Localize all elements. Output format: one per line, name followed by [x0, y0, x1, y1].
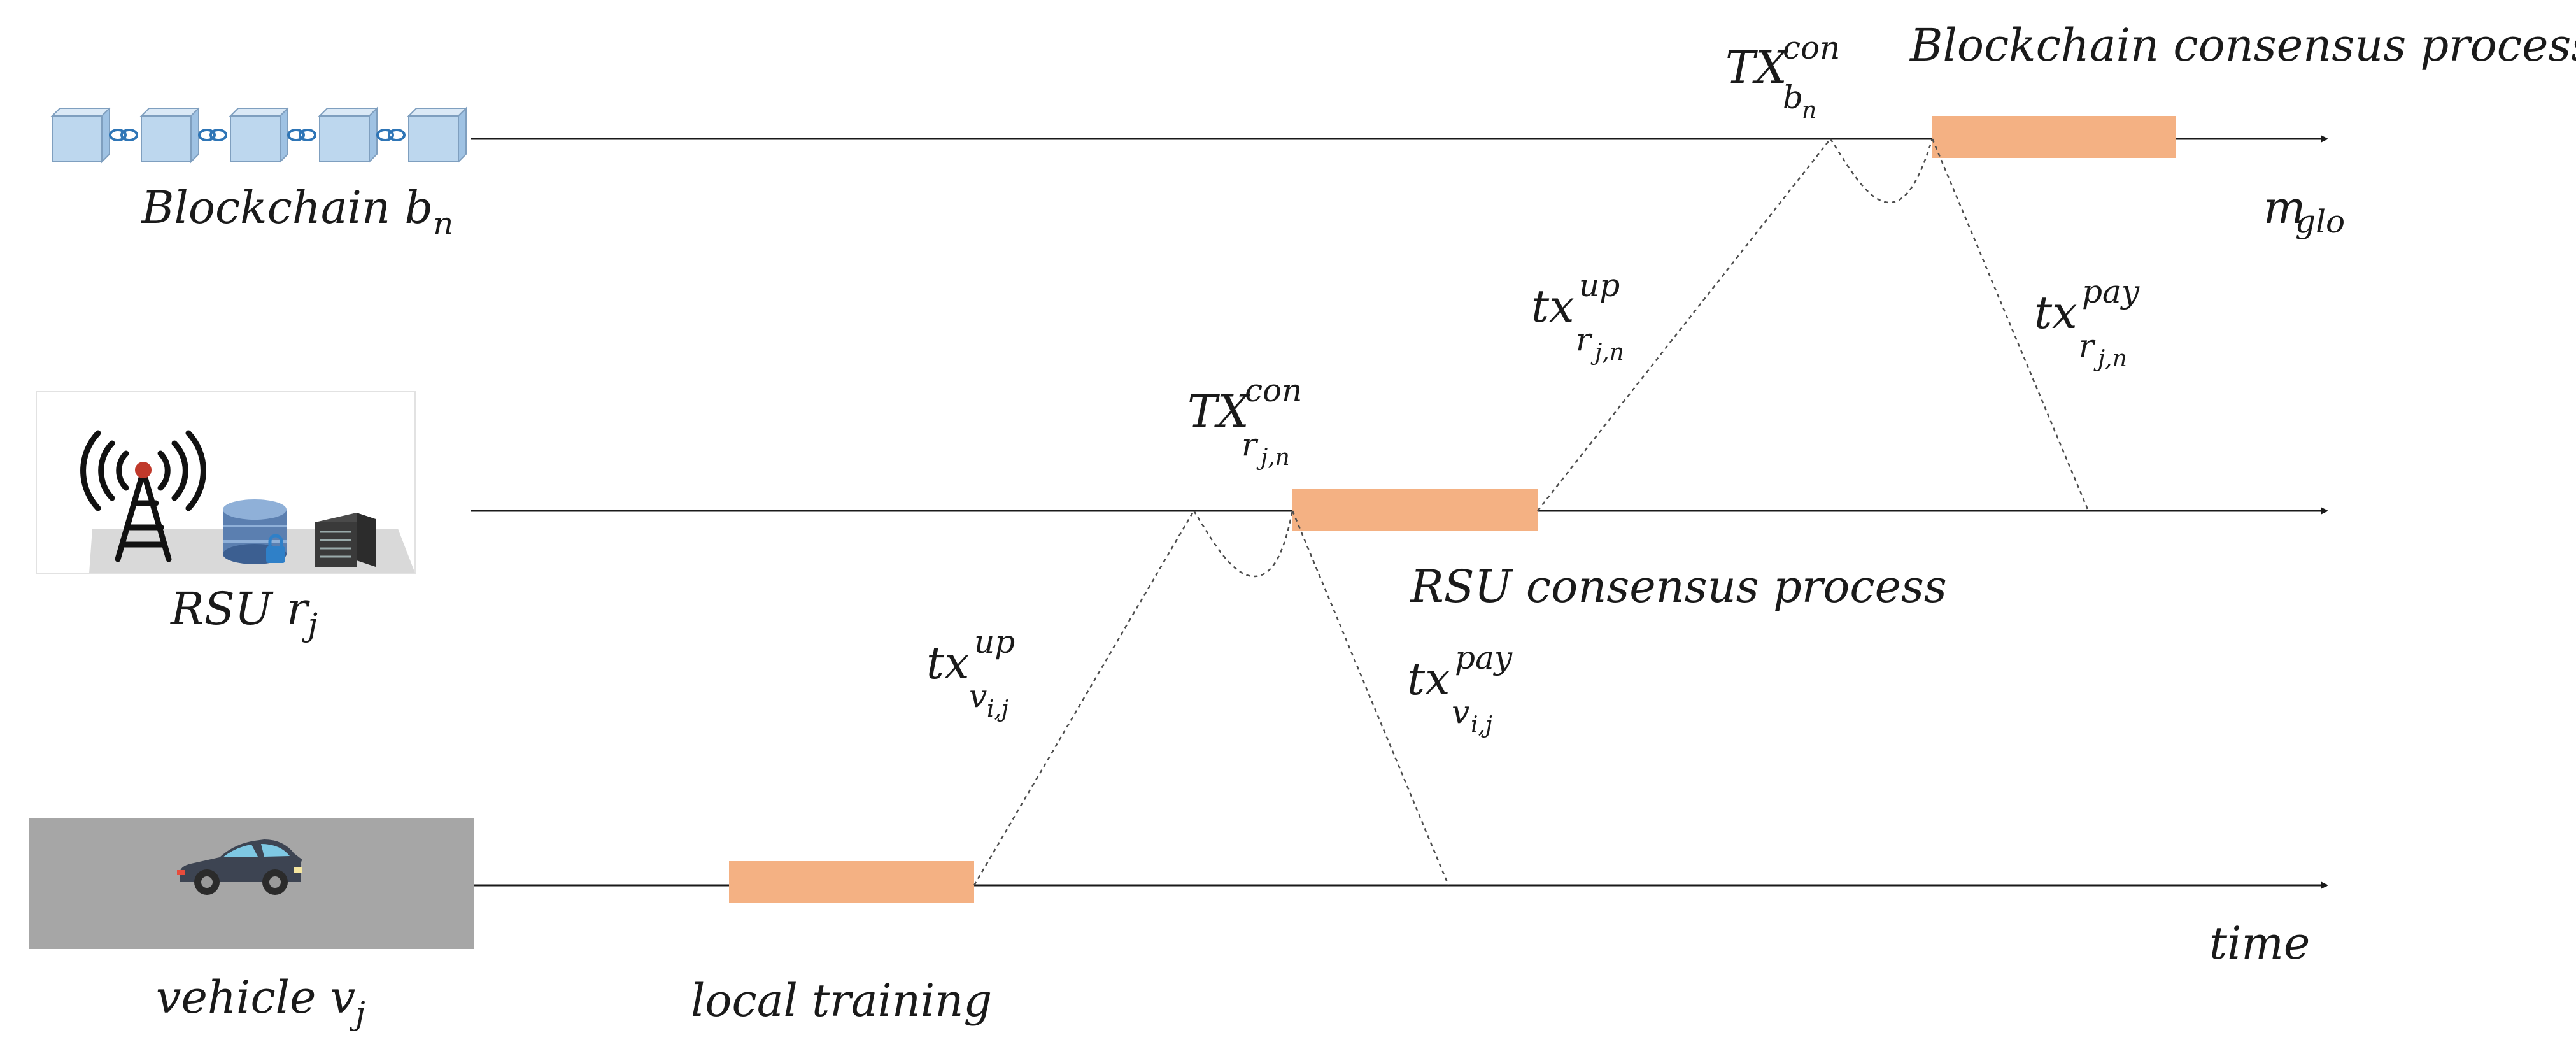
blockchain-consensus-bar — [1932, 116, 2176, 158]
svg-text:v: v — [1452, 694, 1469, 731]
vehicle-label: vehicle vj — [156, 971, 365, 1032]
tx-up-rsu-label: tx up r j,n — [1531, 267, 1624, 366]
tx-pay-vehicle-path — [1291, 510, 1450, 886]
local-training-label: local training — [691, 974, 992, 1027]
rsu-consensus-wave — [1192, 510, 1294, 578]
tx-up-rsu-path — [1537, 138, 1831, 511]
svg-text:up: up — [1579, 267, 1620, 304]
svg-text:TX: TX — [1725, 41, 1789, 94]
svg-text:glo: glo — [2295, 203, 2345, 240]
svg-text:m: m — [2263, 182, 2305, 234]
blockchain-label: Blockchain bn — [140, 182, 453, 242]
svg-text:i,j: i,j — [987, 696, 1008, 722]
tx-con-rsu-label: TX con r j,n — [1187, 372, 1302, 471]
time-axis-label: time — [2209, 917, 2310, 969]
tx-pay-rsu-path — [1931, 138, 2090, 511]
chain-block — [229, 106, 290, 164]
svg-text:v: v — [969, 678, 987, 715]
svg-text:j,n: j,n — [1590, 339, 1624, 366]
tx-up-vehicle-label: tx up v i,j — [926, 624, 1015, 722]
chain-block — [50, 106, 111, 164]
rsu-consensus-bar — [1292, 489, 1538, 531]
svg-text:tx: tx — [1407, 653, 1450, 705]
rsu-consensus-label: RSU consensus process — [1409, 560, 1947, 613]
svg-text:r: r — [1242, 426, 1259, 463]
svg-text:r: r — [2079, 327, 2096, 364]
car-icon — [29, 818, 474, 949]
rsu-label: RSU rj — [169, 583, 318, 643]
local-training-bar — [729, 861, 974, 903]
svg-text:n: n — [1802, 97, 1816, 124]
svg-text:j,n: j,n — [1256, 445, 1290, 471]
blockchain-consensus-wave — [1829, 138, 1934, 204]
svg-text:b: b — [1783, 79, 1803, 116]
svg-text:pay: pay — [2082, 273, 2140, 310]
global-model-label: m glo — [2263, 182, 2345, 240]
svg-text:i,j: i,j — [1471, 712, 1492, 738]
rsu-tower-icon — [36, 391, 416, 574]
svg-text:pay: pay — [1455, 639, 1513, 676]
svg-text:r: r — [1576, 321, 1593, 358]
chain-block — [318, 106, 379, 164]
svg-text:TX: TX — [1187, 385, 1251, 438]
blockchain-consensus-label: Blockchain consensus process — [1909, 19, 2576, 71]
svg-text:j,n: j,n — [2093, 346, 2127, 372]
tx-pay-rsu-label: tx pay r j,n — [2034, 273, 2140, 372]
tx-pay-vehicle-label: tx pay v i,j — [1407, 639, 1513, 738]
chain-link-icon — [109, 129, 406, 141]
tx-up-vehicle-path — [973, 510, 1195, 886]
svg-text:up: up — [974, 624, 1015, 660]
blockchain-icon — [50, 106, 468, 164]
svg-text:tx: tx — [926, 637, 970, 689]
svg-text:con: con — [1783, 29, 1840, 66]
svg-text:tx: tx — [1531, 280, 1575, 332]
chain-block — [407, 106, 468, 164]
database-icon — [223, 499, 287, 564]
svg-text:tx: tx — [2034, 287, 2077, 339]
tx-con-blockchain-label: TX con b n — [1725, 29, 1840, 124]
svg-text:con: con — [1245, 372, 1302, 409]
chain-block — [139, 106, 201, 164]
server-icon — [315, 513, 376, 567]
